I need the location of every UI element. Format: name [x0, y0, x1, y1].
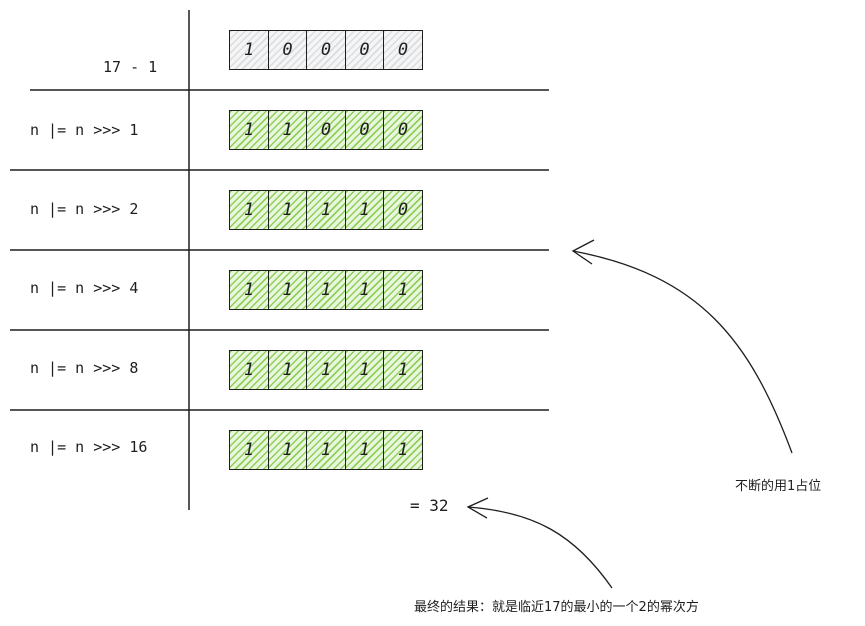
row-label: n |= n >>> 8 — [30, 359, 139, 377]
row-label: n |= n >>> 4 — [30, 279, 139, 297]
result-label: = 32 — [410, 496, 449, 515]
bit-cell: 1 — [383, 430, 423, 470]
bit-cell: 0 — [306, 110, 346, 150]
bit-cell: 1 — [267, 270, 308, 310]
bit-cell: 0 — [383, 190, 423, 230]
bit-cell: 1 — [306, 350, 346, 390]
bit-cell: 1 — [306, 430, 346, 470]
fill-arrow-head — [571, 239, 595, 265]
bit-cell: 0 — [306, 30, 346, 70]
bit-cell: 1 — [229, 110, 269, 150]
bit-cell: 0 — [344, 110, 385, 150]
row-label: n |= n >>> 2 — [30, 200, 139, 218]
bit-cell: 1 — [383, 350, 423, 390]
result-arrow-head — [466, 497, 489, 519]
bit-cell: 0 — [383, 30, 423, 70]
row-label: n |= n >>> 16 — [30, 438, 148, 456]
bit-cell: 0 — [383, 110, 423, 150]
fill-note: 不断的用1占位 — [735, 479, 822, 494]
bit-cell: 1 — [229, 270, 269, 310]
bit-cell: 1 — [229, 350, 269, 390]
bit-cell: 1 — [344, 190, 385, 230]
bit-cell: 1 — [306, 190, 346, 230]
bit-cell: 1 — [267, 110, 308, 150]
result-arrow — [467, 506, 613, 589]
row-label: 17 - 1 — [103, 58, 158, 76]
bit-cell: 1 — [267, 190, 308, 230]
bit-cell: 0 — [344, 30, 385, 70]
bit-cell: 1 — [344, 270, 385, 310]
bit-cell: 1 — [383, 270, 423, 310]
fill-arrow — [572, 250, 793, 454]
bit-cell: 1 — [229, 190, 269, 230]
bit-cell: 1 — [344, 430, 385, 470]
bit-cell: 1 — [229, 430, 269, 470]
bit-cell: 1 — [267, 350, 308, 390]
result-note: 最终的结果：就是临近17的最小的一个2的幂次方 — [414, 600, 699, 615]
bit-cell: 1 — [267, 430, 308, 470]
bit-cell: 1 — [344, 350, 385, 390]
bit-cell: 1 — [229, 30, 269, 70]
bit-cell: 1 — [306, 270, 346, 310]
row-label: n |= n >>> 1 — [30, 121, 139, 139]
bit-cell: 0 — [267, 30, 308, 70]
